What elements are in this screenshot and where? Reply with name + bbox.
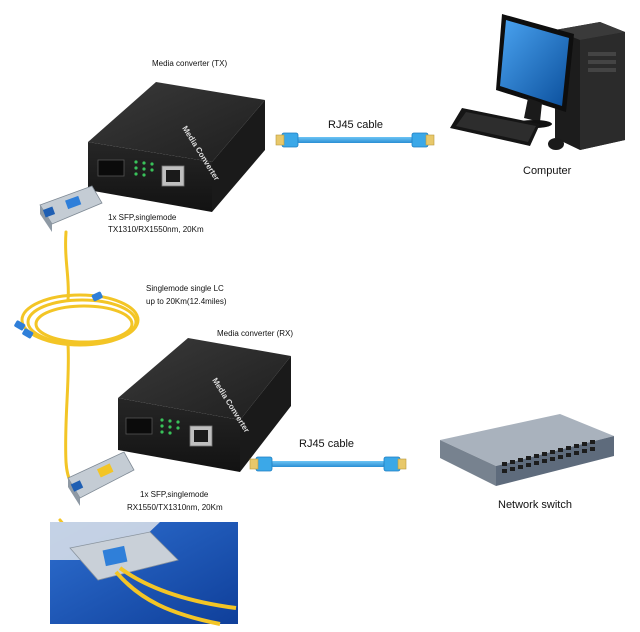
label-rj45-cable-top: RJ45 cable bbox=[328, 119, 384, 131]
label-sfp-tx-type: 1x SFP,singlemode bbox=[108, 213, 177, 222]
rj45-cable-bottom bbox=[249, 456, 407, 472]
media-converter-rx: Media Converter bbox=[118, 338, 291, 472]
label-fiber-type: Singlemode single LC bbox=[146, 284, 224, 293]
sfp-module-rx bbox=[67, 451, 135, 506]
sfp-module-tx bbox=[39, 185, 103, 232]
sfp-installed-photo bbox=[50, 522, 238, 626]
network-switch-illustration bbox=[440, 414, 614, 486]
rj45-cable-top bbox=[275, 132, 435, 148]
label-sfp-tx-spec: TX1310/RX1550nm, 20Km bbox=[108, 225, 204, 234]
status-leds-tx bbox=[134, 160, 154, 177]
label-sfp-rx-type: 1x SFP,singlemode bbox=[140, 490, 209, 499]
label-rj45-cable-bottom: RJ45 cable bbox=[299, 438, 355, 450]
lc-connector bbox=[14, 291, 103, 339]
label-network-switch: Network switch bbox=[498, 499, 572, 511]
computer-illustration bbox=[450, 14, 625, 150]
media-converter-tx: Media Converter bbox=[88, 82, 265, 212]
label-sfp-rx-spec: RX1550/TX1310nm, 20Km bbox=[127, 503, 223, 512]
label-computer: Computer bbox=[523, 165, 572, 177]
label-media-converter-rx: Media converter (RX) bbox=[217, 329, 294, 338]
label-media-converter-tx: Media converter (TX) bbox=[152, 59, 228, 68]
label-fiber-distance: up to 20Km(12.4miles) bbox=[146, 297, 227, 306]
status-leds-rx bbox=[160, 418, 180, 435]
